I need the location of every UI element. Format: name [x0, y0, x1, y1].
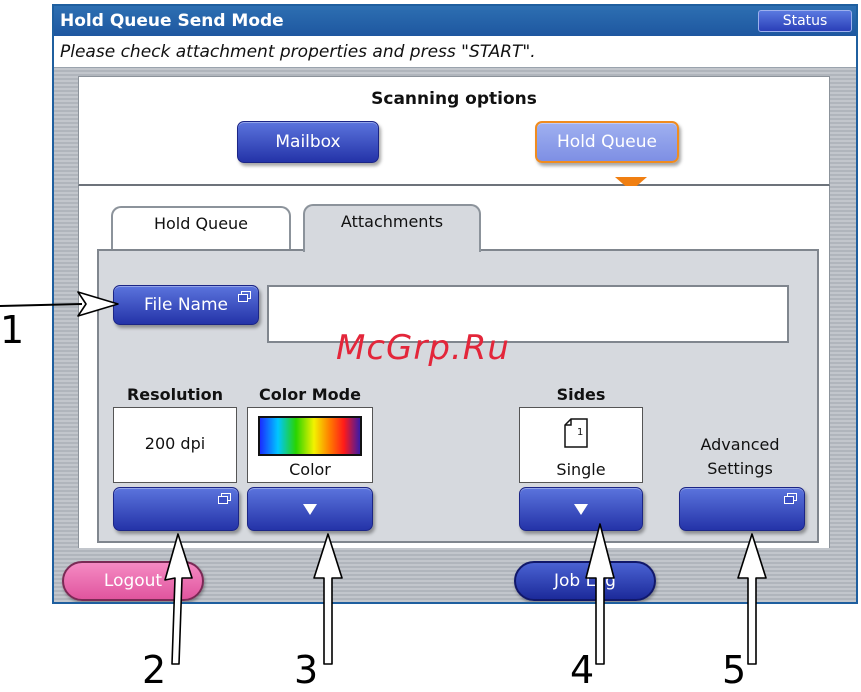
scanning-options-panel: Scanning options Mailbox Hold Queue — [78, 76, 830, 186]
advanced-settings-line2: Settings — [673, 457, 807, 481]
popup-window-icon — [784, 493, 796, 503]
callout-label-1: 1 — [0, 308, 24, 352]
file-name-label: File Name — [144, 295, 228, 315]
popup-window-icon — [218, 493, 230, 503]
resolution-value: 200 dpi — [114, 434, 236, 453]
message-bar: Please check attachment properties and p… — [54, 36, 856, 68]
status-button[interactable]: Status — [758, 10, 852, 32]
watermark-text: McGrp.Ru — [336, 328, 510, 368]
callout-label-2: 2 — [142, 648, 166, 692]
color-mode-display: Color — [247, 407, 373, 483]
attachments-tab-body: File Name Resolution Color Mode Sides 20… — [97, 249, 819, 543]
callout-label-3: 3 — [294, 648, 318, 692]
advanced-settings-label: Advanced Settings — [673, 433, 807, 481]
file-name-button[interactable]: File Name — [113, 285, 259, 325]
instruction-message: Please check attachment properties and p… — [60, 42, 536, 62]
color-mode-dropdown-button[interactable] — [247, 487, 373, 531]
device-screen: Hold Queue Send Mode Status Please check… — [52, 4, 858, 604]
dropdown-arrow-icon — [574, 504, 588, 515]
tab-hold-queue[interactable]: Hold Queue — [111, 206, 291, 250]
sides-dropdown-button[interactable] — [519, 487, 643, 531]
title-bar: Hold Queue Send Mode Status — [54, 6, 856, 36]
popup-window-icon — [238, 291, 250, 301]
resolution-button[interactable] — [113, 487, 239, 531]
color-spectrum-icon — [258, 416, 362, 456]
resolution-display: 200 dpi — [113, 407, 237, 483]
job-log-button[interactable]: Job Log — [514, 561, 656, 601]
logout-button[interactable]: Logout — [62, 561, 204, 601]
advanced-settings-line1: Advanced — [673, 433, 807, 457]
color-mode-label: Color Mode — [247, 385, 373, 404]
color-mode-value: Color — [248, 460, 372, 479]
single-page-icon: 1 — [564, 418, 588, 448]
callout-label-5: 5 — [722, 648, 746, 692]
page-number: 1 — [577, 427, 583, 438]
dropdown-arrow-icon — [303, 504, 317, 515]
tab-attachments[interactable]: Attachments — [303, 204, 481, 252]
resolution-label: Resolution — [111, 385, 239, 404]
callout-label-4: 4 — [570, 648, 594, 692]
advanced-settings-button[interactable] — [679, 487, 805, 531]
hold-queue-button[interactable]: Hold Queue — [535, 121, 679, 163]
sides-display: 1 Single — [519, 407, 643, 483]
sides-value: Single — [520, 460, 642, 479]
mailbox-button[interactable]: Mailbox — [237, 121, 379, 163]
window-title: Hold Queue Send Mode — [60, 11, 284, 31]
scanning-options-title: Scanning options — [79, 89, 829, 109]
sides-label: Sides — [519, 385, 643, 404]
